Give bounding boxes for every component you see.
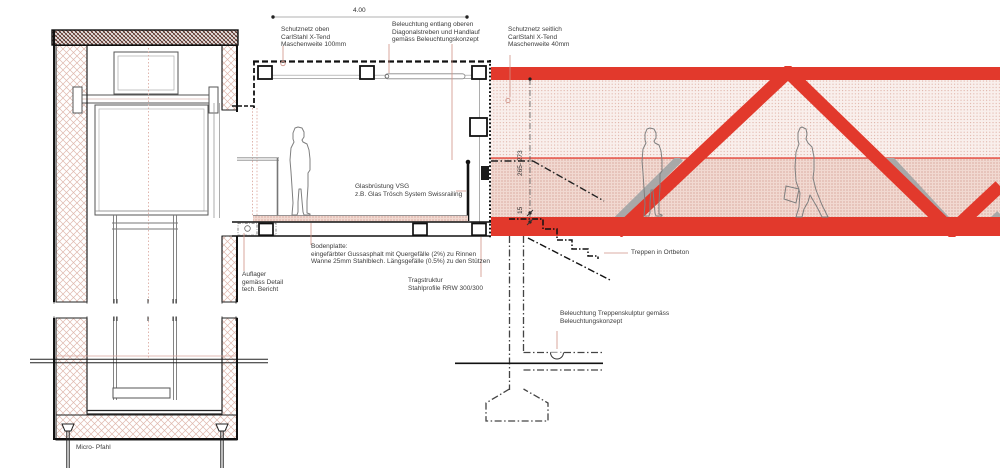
- label-micro-pfahl: Micro- Pfahl: [76, 444, 111, 451]
- tower-wall-right-upper: [221, 44, 238, 111]
- truss-top-chord: [491, 67, 1000, 80]
- tower-wall-right-mid: [221, 235, 238, 303]
- door-frame: [213, 103, 220, 218]
- dimension-height-label: 265- 273: [517, 150, 524, 176]
- chord-sections: [257, 65, 488, 137]
- label-beleuchtung-diagonal: Beleuchtung entlang oberen Diagonalstreb…: [392, 21, 480, 44]
- hidden-wall-edges: [252, 108, 258, 216]
- micro-piles: [61, 423, 229, 468]
- leader-node: [384, 74, 390, 79]
- truss-bottom-chord: [491, 217, 1000, 236]
- deck-structure: [232, 221, 491, 237]
- light-fixture-node: [550, 352, 564, 360]
- label-auflager: Auflager gemäss Detail tech. Bericht: [242, 271, 284, 294]
- tower-wall-right-lower: [221, 317, 238, 416]
- truss-diagonals: [612, 66, 1000, 237]
- tower-outer-edges: [53, 30, 238, 440]
- dimension-span-label: 4.00: [353, 7, 366, 14]
- dimension-annotations: [271, 15, 534, 226]
- deck-steel-profiles: [258, 222, 487, 237]
- hidden-stair-line: [491, 160, 605, 202]
- label-beleuchtung-treppe: Beleuchtung Treppenskulptur gemäss Beleu…: [560, 310, 670, 325]
- foundation-slab: [55, 414, 238, 441]
- stair-stringer: [527, 237, 613, 282]
- tower-roof-slab: [51, 29, 239, 46]
- elevator-tower: [30, 29, 268, 468]
- label-schutznetz-seitlich: Schutznetz seitlich CarlStahl X-Tend Mas…: [508, 26, 570, 49]
- label-glasbruestung: Glasbrüstung VSG z.B. Glas Trösch System…: [355, 183, 463, 198]
- ground-line-left: [30, 355, 268, 364]
- entrance-railing: [237, 157, 279, 216]
- stair-steps: [509, 218, 599, 259]
- tower-wall-left-upper: [55, 44, 88, 303]
- tower-wall-left-lower: [55, 317, 88, 416]
- label-tragstruktur: Tragstruktur Stahlprofile RRW 300/300: [408, 277, 484, 292]
- floor-asphalt: [253, 215, 468, 222]
- label-schutznetz-oben: Schutznetz oben CarlStahl X-Tend Maschen…: [281, 26, 347, 49]
- light-tube: [384, 73, 466, 80]
- railing-bracket: [481, 166, 489, 180]
- viewing-platform: [232, 60, 491, 237]
- leader-lines: [243, 44, 628, 349]
- dimension-floor-label: 15: [517, 206, 524, 214]
- stair-footing: [485, 388, 549, 422]
- truss-bridge: [489, 60, 1000, 238]
- pit-buffer: [112, 387, 171, 399]
- walkline: [491, 157, 1000, 159]
- shaft-inner-lines: [86, 45, 223, 415]
- person-silhouette-platform: [289, 126, 311, 216]
- label-treppen: Treppen in Ortbeton: [631, 249, 689, 256]
- stair-support-hidden: [485, 236, 603, 422]
- bearing-node: [244, 225, 251, 232]
- section-break-gap: [40, 303, 260, 317]
- stair-structure: [455, 218, 613, 422]
- label-bodenplatte: Bodenplatte: eingefärbter Gussasphalt mi…: [311, 243, 490, 266]
- elevator-car: [72, 48, 219, 400]
